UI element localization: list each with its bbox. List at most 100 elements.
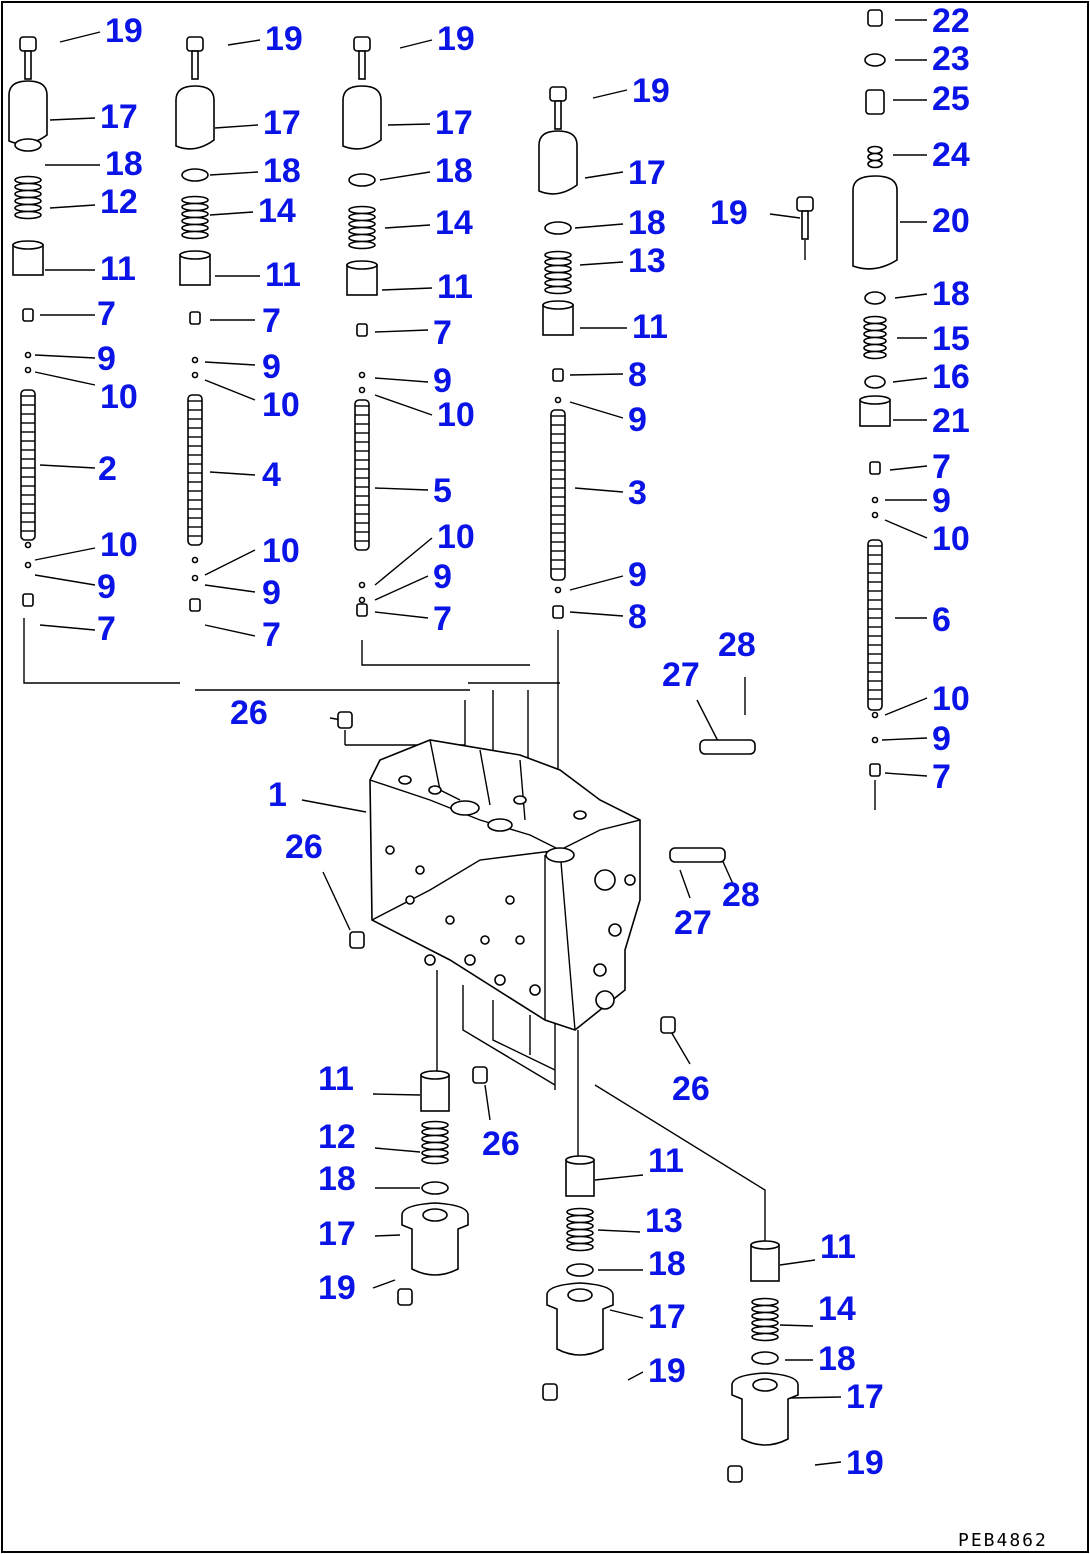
spring-coil [863,315,887,325]
label-leader [569,575,624,591]
retainer-part [565,1155,595,1197]
bolt-part [19,36,37,80]
plug-part [337,711,353,729]
spring-coil [421,1120,449,1130]
retainer-body [346,264,378,296]
callout-18: 18 [818,1340,856,1378]
spring-coil [348,240,376,250]
callout-19: 19 [632,72,670,110]
label-leader [372,1279,396,1289]
bolt-part [796,196,814,240]
label-leader [34,371,96,386]
bolt-head [19,36,37,52]
small-part [869,763,881,777]
callout-9: 9 [262,574,281,612]
cover-body [852,175,898,270]
bolt-part [549,86,567,130]
small-part [356,323,368,337]
label-leader [789,1396,842,1399]
ball-part [191,574,199,582]
spring-coil [348,212,376,222]
spool-body [867,539,883,711]
valve-body [369,739,641,1031]
small-part [356,603,368,617]
callout-14: 14 [258,192,296,230]
plug-part [867,9,883,27]
callout-26: 26 [482,1125,520,1163]
plug-part [699,739,756,755]
label-leader [372,1093,421,1096]
cover-body [401,1202,469,1276]
ball-part [358,581,366,589]
ball-part [358,386,366,394]
label-leader [374,487,429,491]
plug-body [472,1066,488,1084]
callout-10: 10 [437,518,475,556]
label-leader [627,1371,644,1381]
spring-coil [421,1141,449,1151]
spring-coil [566,1221,594,1231]
callout-10: 10 [262,386,300,424]
callout-9: 9 [433,362,452,400]
label-leader [39,464,96,469]
label-leader [49,117,96,121]
label-leader [669,1029,691,1065]
callout-10: 10 [262,532,300,570]
callout-24: 24 [932,136,970,174]
cover-body [342,85,382,150]
spring-coil [14,175,42,185]
label-leader [322,871,351,931]
callout-7: 7 [433,314,452,352]
spring-coil [421,1155,449,1165]
callout-11: 11 [648,1142,684,1180]
cover-body [546,1282,614,1356]
callout-4: 4 [262,456,281,494]
plug-body [349,931,365,949]
label-leader [399,39,433,49]
spool-part [187,394,203,546]
callout-9: 9 [97,568,116,606]
spring-coil [751,1311,779,1321]
o-ring-part [566,1263,594,1277]
label-leader [381,287,433,291]
label-leader [779,1259,816,1266]
callout-11: 11 [100,250,136,288]
callout-3: 3 [628,474,647,512]
o-ring-part [751,1351,779,1365]
callout-18: 18 [263,152,301,190]
label-leader [884,697,928,716]
bolt-head [186,36,204,52]
spring-coil [863,329,887,339]
ball-part [191,356,199,364]
spool-body [187,394,203,546]
callout-12: 12 [318,1118,356,1156]
spool-part [354,399,370,551]
ball-part [871,511,879,519]
retainer-part [420,1070,450,1112]
cover-part [401,1202,469,1276]
label-leader [204,624,256,637]
label-leader [59,31,101,43]
callout-18: 18 [435,152,473,190]
spring-coil [348,205,376,215]
retainer-top [179,250,211,260]
callout-10: 10 [100,526,138,564]
label-leader [484,1084,491,1121]
cover-bore [422,1208,448,1222]
o-ring-part [864,375,886,389]
label-leader [209,211,254,216]
callout-9: 9 [97,340,116,378]
bolt-shank [554,100,562,130]
spool-body [354,399,370,551]
label-leader [569,401,624,419]
spring-part [421,1120,449,1165]
callout-9: 9 [628,556,647,594]
retainer-body [542,304,574,336]
spring-coil [751,1332,779,1342]
callout-27: 27 [662,656,700,694]
spring-coil [348,226,376,236]
spring-coil [348,219,376,229]
retainer-top [12,240,44,250]
bolt-shank [358,50,366,80]
parts-group [8,9,898,1483]
